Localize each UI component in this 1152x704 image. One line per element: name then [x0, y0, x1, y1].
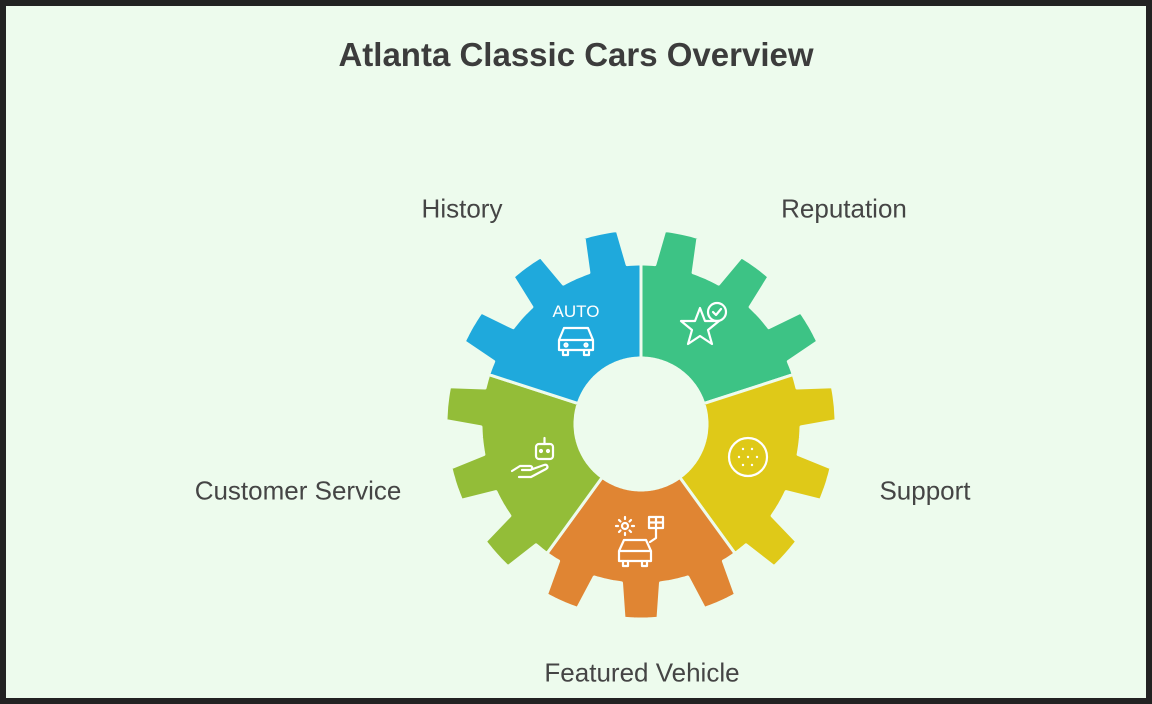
gear-segment-history — [462, 229, 643, 406]
gear-diagram: AUTO — [444, 229, 838, 621]
label-history: History — [421, 193, 503, 224]
diagram-title: Atlanta Classic Cars Overview — [338, 36, 814, 73]
svg-text:AUTO: AUTO — [553, 302, 600, 321]
label-customer-service: Customer Service — [194, 475, 402, 506]
dotted-circle-icon — [727, 436, 769, 478]
auto-car-icon: AUTO — [553, 302, 600, 357]
label-reputation: Reputation — [781, 193, 907, 224]
label-support: Support — [879, 475, 971, 506]
gear-segment-featured-vehicle — [545, 475, 737, 621]
gear-segment-reputation — [639, 229, 820, 406]
label-featured-vehicle: Featured Vehicle — [544, 657, 740, 688]
gear-segment-support — [678, 373, 838, 569]
solar-electric-car-icon — [614, 515, 665, 568]
robot-hand-icon — [510, 436, 555, 479]
diagram-canvas: Atlanta Classic Cars Overview AUTO — [6, 6, 1146, 698]
star-check-icon — [679, 301, 728, 346]
